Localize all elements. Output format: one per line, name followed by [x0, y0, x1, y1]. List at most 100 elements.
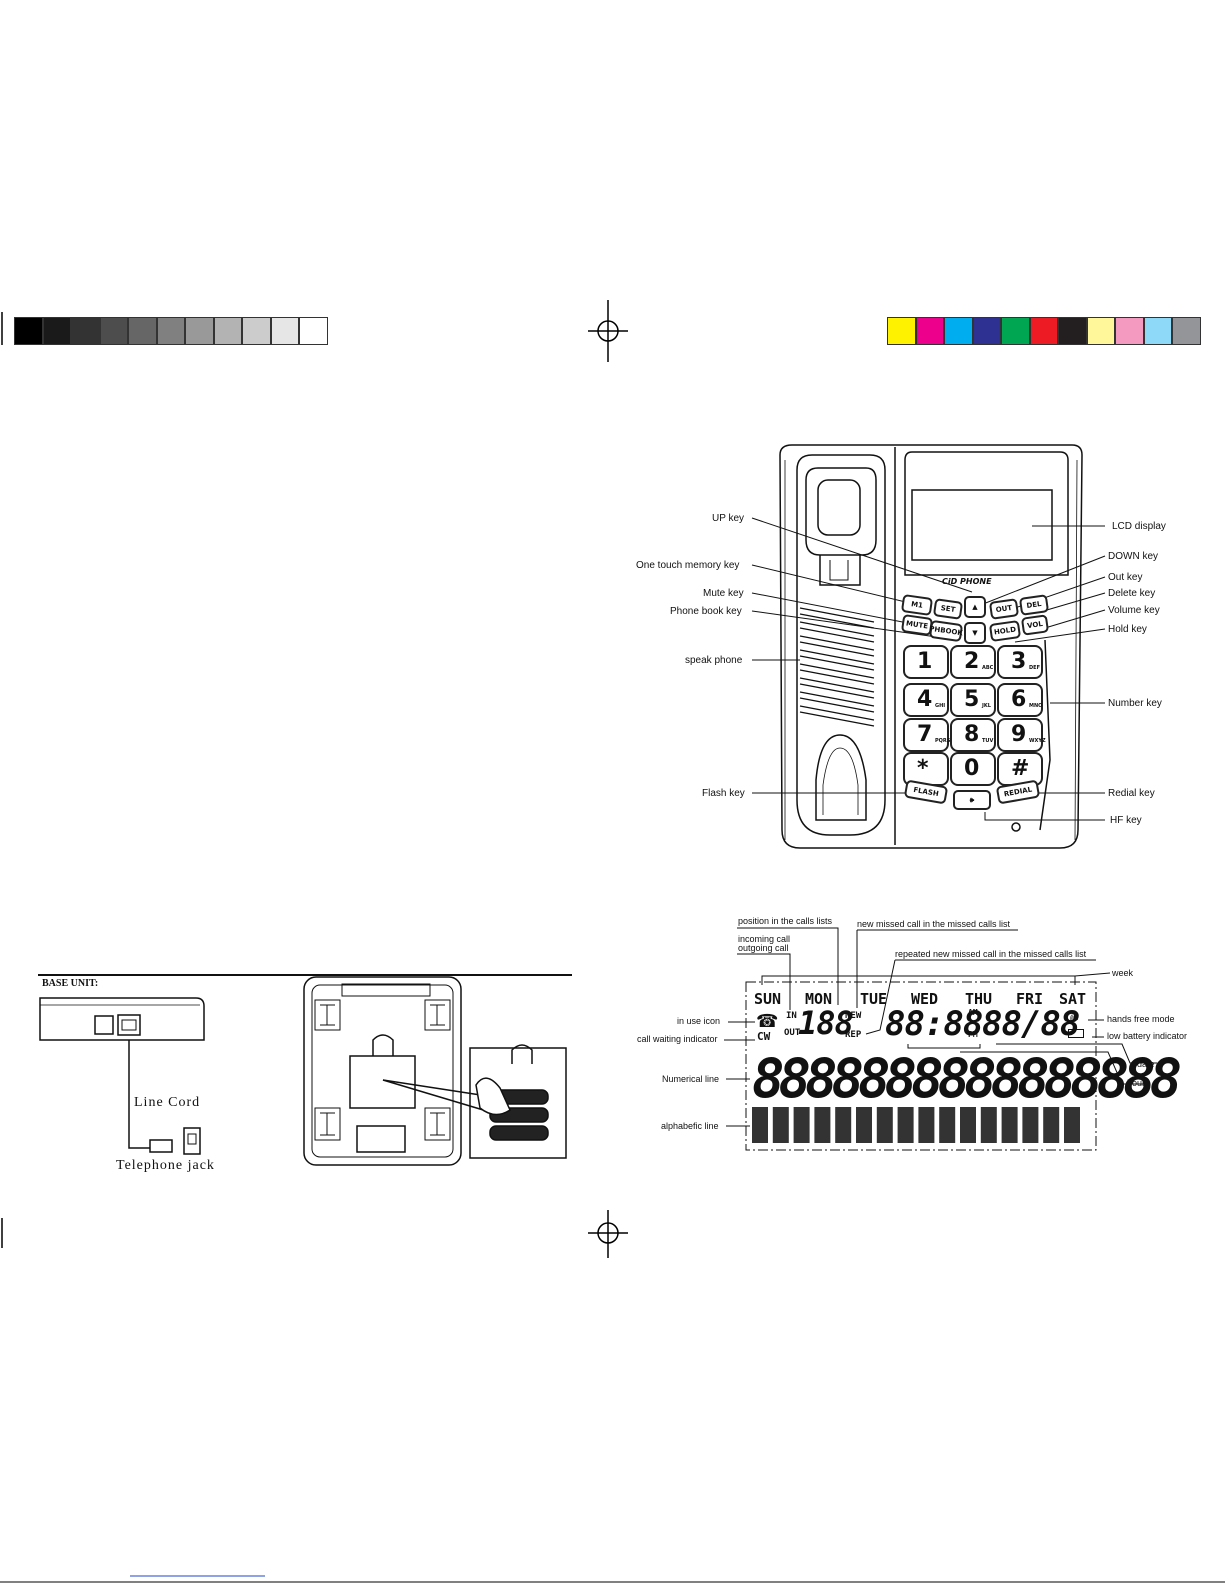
hf-key[interactable]: 🕪: [953, 790, 991, 810]
label-low-battery-indicator: low battery indicator: [1107, 1031, 1188, 1041]
number-key-letters: TUV: [982, 738, 994, 744]
number-key-digit: 9: [1011, 722, 1027, 747]
colorbar-swatch: [944, 317, 973, 345]
number-key-letters: MNO: [1029, 703, 1043, 709]
colorbar-swatch: [1001, 317, 1030, 345]
brand-label: CiD PHONE: [942, 577, 992, 586]
base-divider: [38, 974, 572, 976]
out-indicator: OUT: [784, 1028, 801, 1038]
day-mon: MON: [805, 990, 833, 1008]
number-key-digit: 1: [917, 649, 933, 674]
graybar-swatch: [156, 317, 185, 345]
colorbar-swatch: [1086, 317, 1115, 345]
graybar-swatch: [242, 317, 271, 345]
alpha-character-cell: [856, 1107, 872, 1143]
in-indicator: IN: [786, 1011, 797, 1021]
label-telephone-jack: Telephone jack: [116, 1158, 215, 1173]
colorbar-swatch: [915, 317, 944, 345]
number-key-digit: *: [917, 756, 929, 781]
new-indicator: NEW: [845, 1011, 862, 1021]
day-sun: SUN: [754, 990, 782, 1008]
day-fri: FRI: [1016, 990, 1044, 1008]
label-hour: hour: [1127, 1078, 1146, 1088]
graybar-swatch: [213, 317, 242, 345]
hands-free-icon: 🕪: [1070, 1010, 1079, 1025]
day-tue: TUE: [860, 990, 888, 1008]
registration-target-top: [588, 300, 628, 362]
number-key-letters: DEF: [1029, 665, 1040, 671]
number-key-letters: ABC: [982, 665, 994, 671]
label-line-cord: Line Cord: [134, 1095, 201, 1110]
down-key[interactable]: ▼: [964, 622, 986, 644]
graybar-swatch: [42, 317, 71, 345]
colorbar-swatch: [1172, 317, 1201, 345]
number-key-digit: 7: [917, 722, 933, 747]
number-key[interactable]: *: [903, 752, 949, 786]
number-key-letters: PQRS: [935, 738, 951, 744]
alpha-character-cell: [835, 1107, 852, 1143]
number-key-letters: WXYZ: [1029, 738, 1046, 744]
number-key-digit: #: [1011, 756, 1030, 781]
alpha-character-cell: [814, 1107, 831, 1143]
label-new-missed-call: new missed call in the missed calls list: [857, 919, 1011, 929]
label-hf-key: HF key: [1110, 815, 1142, 826]
colorbar-swatch: [1115, 317, 1144, 345]
number-key-digit: 6: [1011, 687, 1027, 712]
graybar-swatch: [71, 317, 100, 345]
label-numerical-line: Numerical line: [662, 1074, 720, 1084]
colorbar-swatch: [887, 317, 916, 345]
graybar-swatch: [128, 317, 157, 345]
up-key[interactable]: ▲: [964, 596, 986, 618]
graybar-swatch: [270, 317, 299, 345]
label-volume-key: Volume key: [1108, 605, 1160, 616]
day-thu: THU: [965, 990, 993, 1008]
label-one-touch-memory-key: One touch memory key: [636, 560, 740, 571]
alpha-character-cell: [793, 1107, 810, 1143]
label-phone-book-key: Phone book key: [670, 606, 742, 617]
number-key[interactable]: 1: [903, 645, 949, 679]
alpha-character-cell: [1001, 1107, 1018, 1143]
label-position-in-calls-lists: position in the calls lists: [738, 916, 833, 926]
pm-indicator: PM: [968, 1030, 978, 1039]
position-digits: 188: [798, 1004, 854, 1042]
label-mute-key: Mute key: [703, 588, 744, 599]
alpha-character-cell: [752, 1107, 768, 1143]
number-key-digit: 2: [964, 649, 980, 674]
rep-indicator: REP: [845, 1030, 862, 1040]
number-key-digit: 0: [964, 756, 980, 781]
graybar-swatch: [14, 317, 43, 345]
date-display: 88/88: [982, 1004, 1080, 1044]
label-lcd-display: LCD display: [1112, 521, 1166, 532]
label-call-waiting-indicator: call waiting indicator: [637, 1034, 718, 1044]
speaker-icon: 🕪: [969, 795, 975, 804]
down-arrow-icon: ▼: [972, 629, 978, 637]
number-key-digit: 8: [964, 722, 980, 747]
number-key-digit: 3: [1011, 649, 1027, 674]
label-delete-key: Delete key: [1108, 588, 1156, 599]
alpha-character-cell: [897, 1107, 914, 1143]
alpha-character-cell: [1064, 1107, 1080, 1143]
alpha-character-cell: [772, 1107, 789, 1143]
label-redial-key: Redial key: [1108, 788, 1155, 799]
time-display: 88:88: [885, 1004, 983, 1044]
label-alphabetic-line: alphabefic line: [661, 1121, 719, 1131]
label-up-key: UP key: [712, 513, 745, 524]
number-key[interactable]: 0: [950, 752, 996, 786]
label-incoming-call: incoming call: [738, 934, 791, 944]
label-hands-free-mode: hands free mode: [1107, 1014, 1175, 1024]
label-in-use-icon: in use icon: [677, 1016, 721, 1026]
up-arrow-icon: ▲: [972, 603, 978, 611]
alpha-character-cell: [876, 1107, 893, 1143]
